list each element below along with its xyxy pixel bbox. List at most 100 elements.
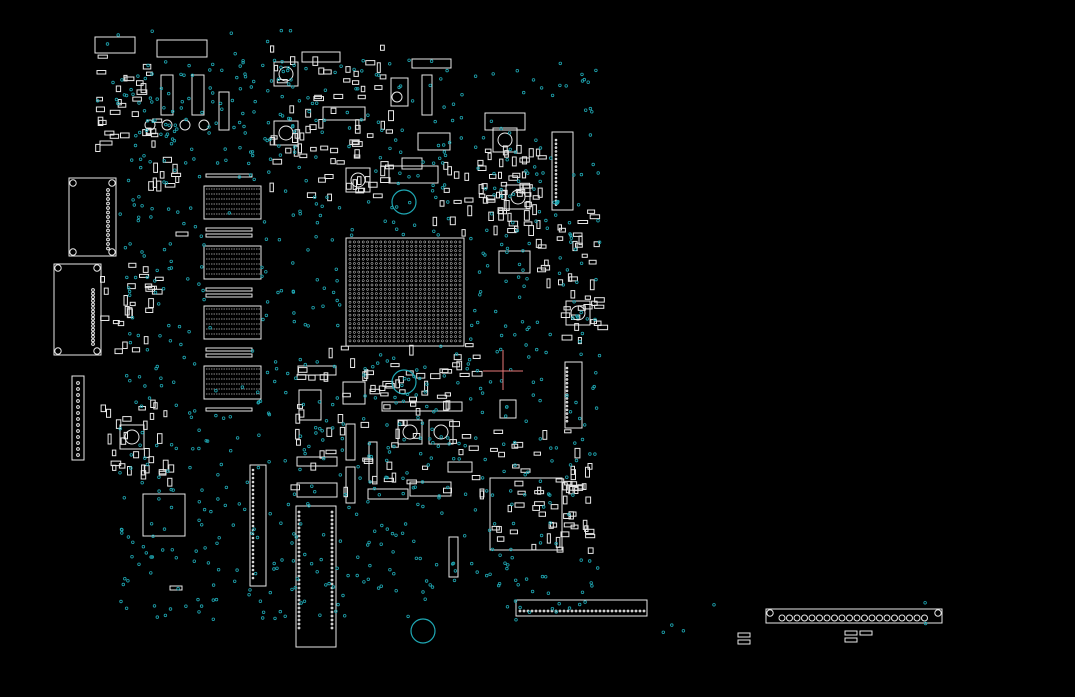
bga-ball bbox=[383, 305, 387, 308]
via bbox=[573, 441, 577, 445]
pin bbox=[297, 522, 301, 526]
via bbox=[546, 591, 551, 595]
bga-ball bbox=[454, 322, 457, 326]
inductor-outline bbox=[273, 61, 299, 87]
bga-ball bbox=[419, 257, 422, 261]
inductor-outline bbox=[492, 127, 518, 153]
via bbox=[516, 179, 521, 183]
bga-ball bbox=[436, 287, 440, 291]
smd-component bbox=[131, 111, 139, 117]
smd-component bbox=[523, 210, 530, 221]
via bbox=[499, 187, 503, 192]
via bbox=[158, 334, 162, 338]
via bbox=[314, 235, 318, 239]
via bbox=[320, 204, 324, 208]
bga-ball bbox=[353, 330, 356, 334]
bga-ball bbox=[419, 266, 422, 270]
bga-ball bbox=[449, 275, 453, 278]
via bbox=[214, 389, 218, 393]
bga-ball bbox=[458, 335, 462, 338]
pin bbox=[330, 582, 334, 586]
via bbox=[127, 289, 132, 294]
via bbox=[505, 246, 510, 251]
bga-ball bbox=[348, 305, 352, 308]
bga-ball bbox=[388, 305, 391, 308]
bga-ball bbox=[458, 287, 462, 291]
via bbox=[397, 85, 401, 90]
via bbox=[403, 522, 408, 526]
bga-ball bbox=[388, 275, 391, 278]
via bbox=[335, 396, 339, 400]
bga-ball bbox=[405, 287, 409, 291]
bga-ball bbox=[454, 339, 457, 343]
via bbox=[318, 613, 322, 617]
via bbox=[340, 436, 344, 441]
via bbox=[314, 202, 319, 206]
via bbox=[439, 435, 443, 439]
bga-ball bbox=[405, 244, 409, 248]
via bbox=[119, 599, 123, 604]
bga-ball bbox=[458, 262, 462, 265]
bga-ball bbox=[357, 244, 361, 248]
via bbox=[224, 485, 229, 490]
bga-ball bbox=[427, 318, 431, 321]
component-outline bbox=[345, 423, 356, 461]
via bbox=[596, 171, 600, 175]
smd-component bbox=[330, 147, 339, 154]
smd-component bbox=[402, 419, 408, 426]
pin bbox=[251, 472, 255, 476]
bga-ball bbox=[414, 262, 418, 265]
via bbox=[118, 471, 122, 475]
via bbox=[544, 218, 548, 223]
smd-component bbox=[582, 519, 588, 530]
bga-ball bbox=[427, 257, 431, 261]
smd-component bbox=[503, 200, 510, 211]
bga-ball bbox=[454, 266, 457, 270]
via bbox=[253, 99, 257, 104]
via bbox=[293, 586, 297, 590]
via bbox=[279, 28, 283, 33]
via bbox=[306, 502, 310, 506]
smd-component bbox=[577, 220, 589, 224]
via bbox=[596, 566, 600, 570]
via bbox=[572, 300, 576, 304]
smd-component bbox=[273, 64, 279, 72]
bga-ball bbox=[366, 305, 369, 308]
via bbox=[149, 215, 153, 219]
via bbox=[331, 585, 336, 589]
bga-ball bbox=[357, 249, 361, 252]
via bbox=[584, 108, 588, 112]
bga-ball bbox=[361, 249, 365, 252]
bga-ball bbox=[449, 305, 453, 308]
smd-component bbox=[561, 334, 573, 341]
smd-component bbox=[95, 143, 101, 152]
via bbox=[283, 614, 287, 618]
bga-ball bbox=[405, 339, 409, 343]
via bbox=[388, 146, 392, 151]
smd-component bbox=[330, 158, 336, 165]
bga-ball bbox=[410, 240, 413, 244]
bga-ball bbox=[405, 309, 409, 313]
smd-component bbox=[106, 408, 112, 418]
pin bbox=[251, 544, 255, 548]
via bbox=[229, 31, 233, 35]
bga-ball bbox=[353, 292, 356, 295]
smd-component bbox=[508, 175, 519, 181]
bga-ball bbox=[379, 253, 383, 257]
bga-ball bbox=[357, 339, 361, 343]
bga-ball bbox=[375, 296, 378, 300]
via bbox=[548, 156, 553, 160]
via bbox=[463, 492, 468, 496]
pin bbox=[876, 614, 883, 622]
component-outline bbox=[411, 58, 452, 69]
smd-component bbox=[593, 241, 600, 248]
via bbox=[126, 535, 131, 539]
pin bbox=[297, 510, 301, 514]
via bbox=[567, 512, 571, 517]
via bbox=[367, 540, 371, 545]
bga-ball bbox=[357, 262, 361, 265]
via bbox=[197, 446, 201, 451]
pin bbox=[106, 228, 110, 233]
via bbox=[214, 121, 218, 125]
